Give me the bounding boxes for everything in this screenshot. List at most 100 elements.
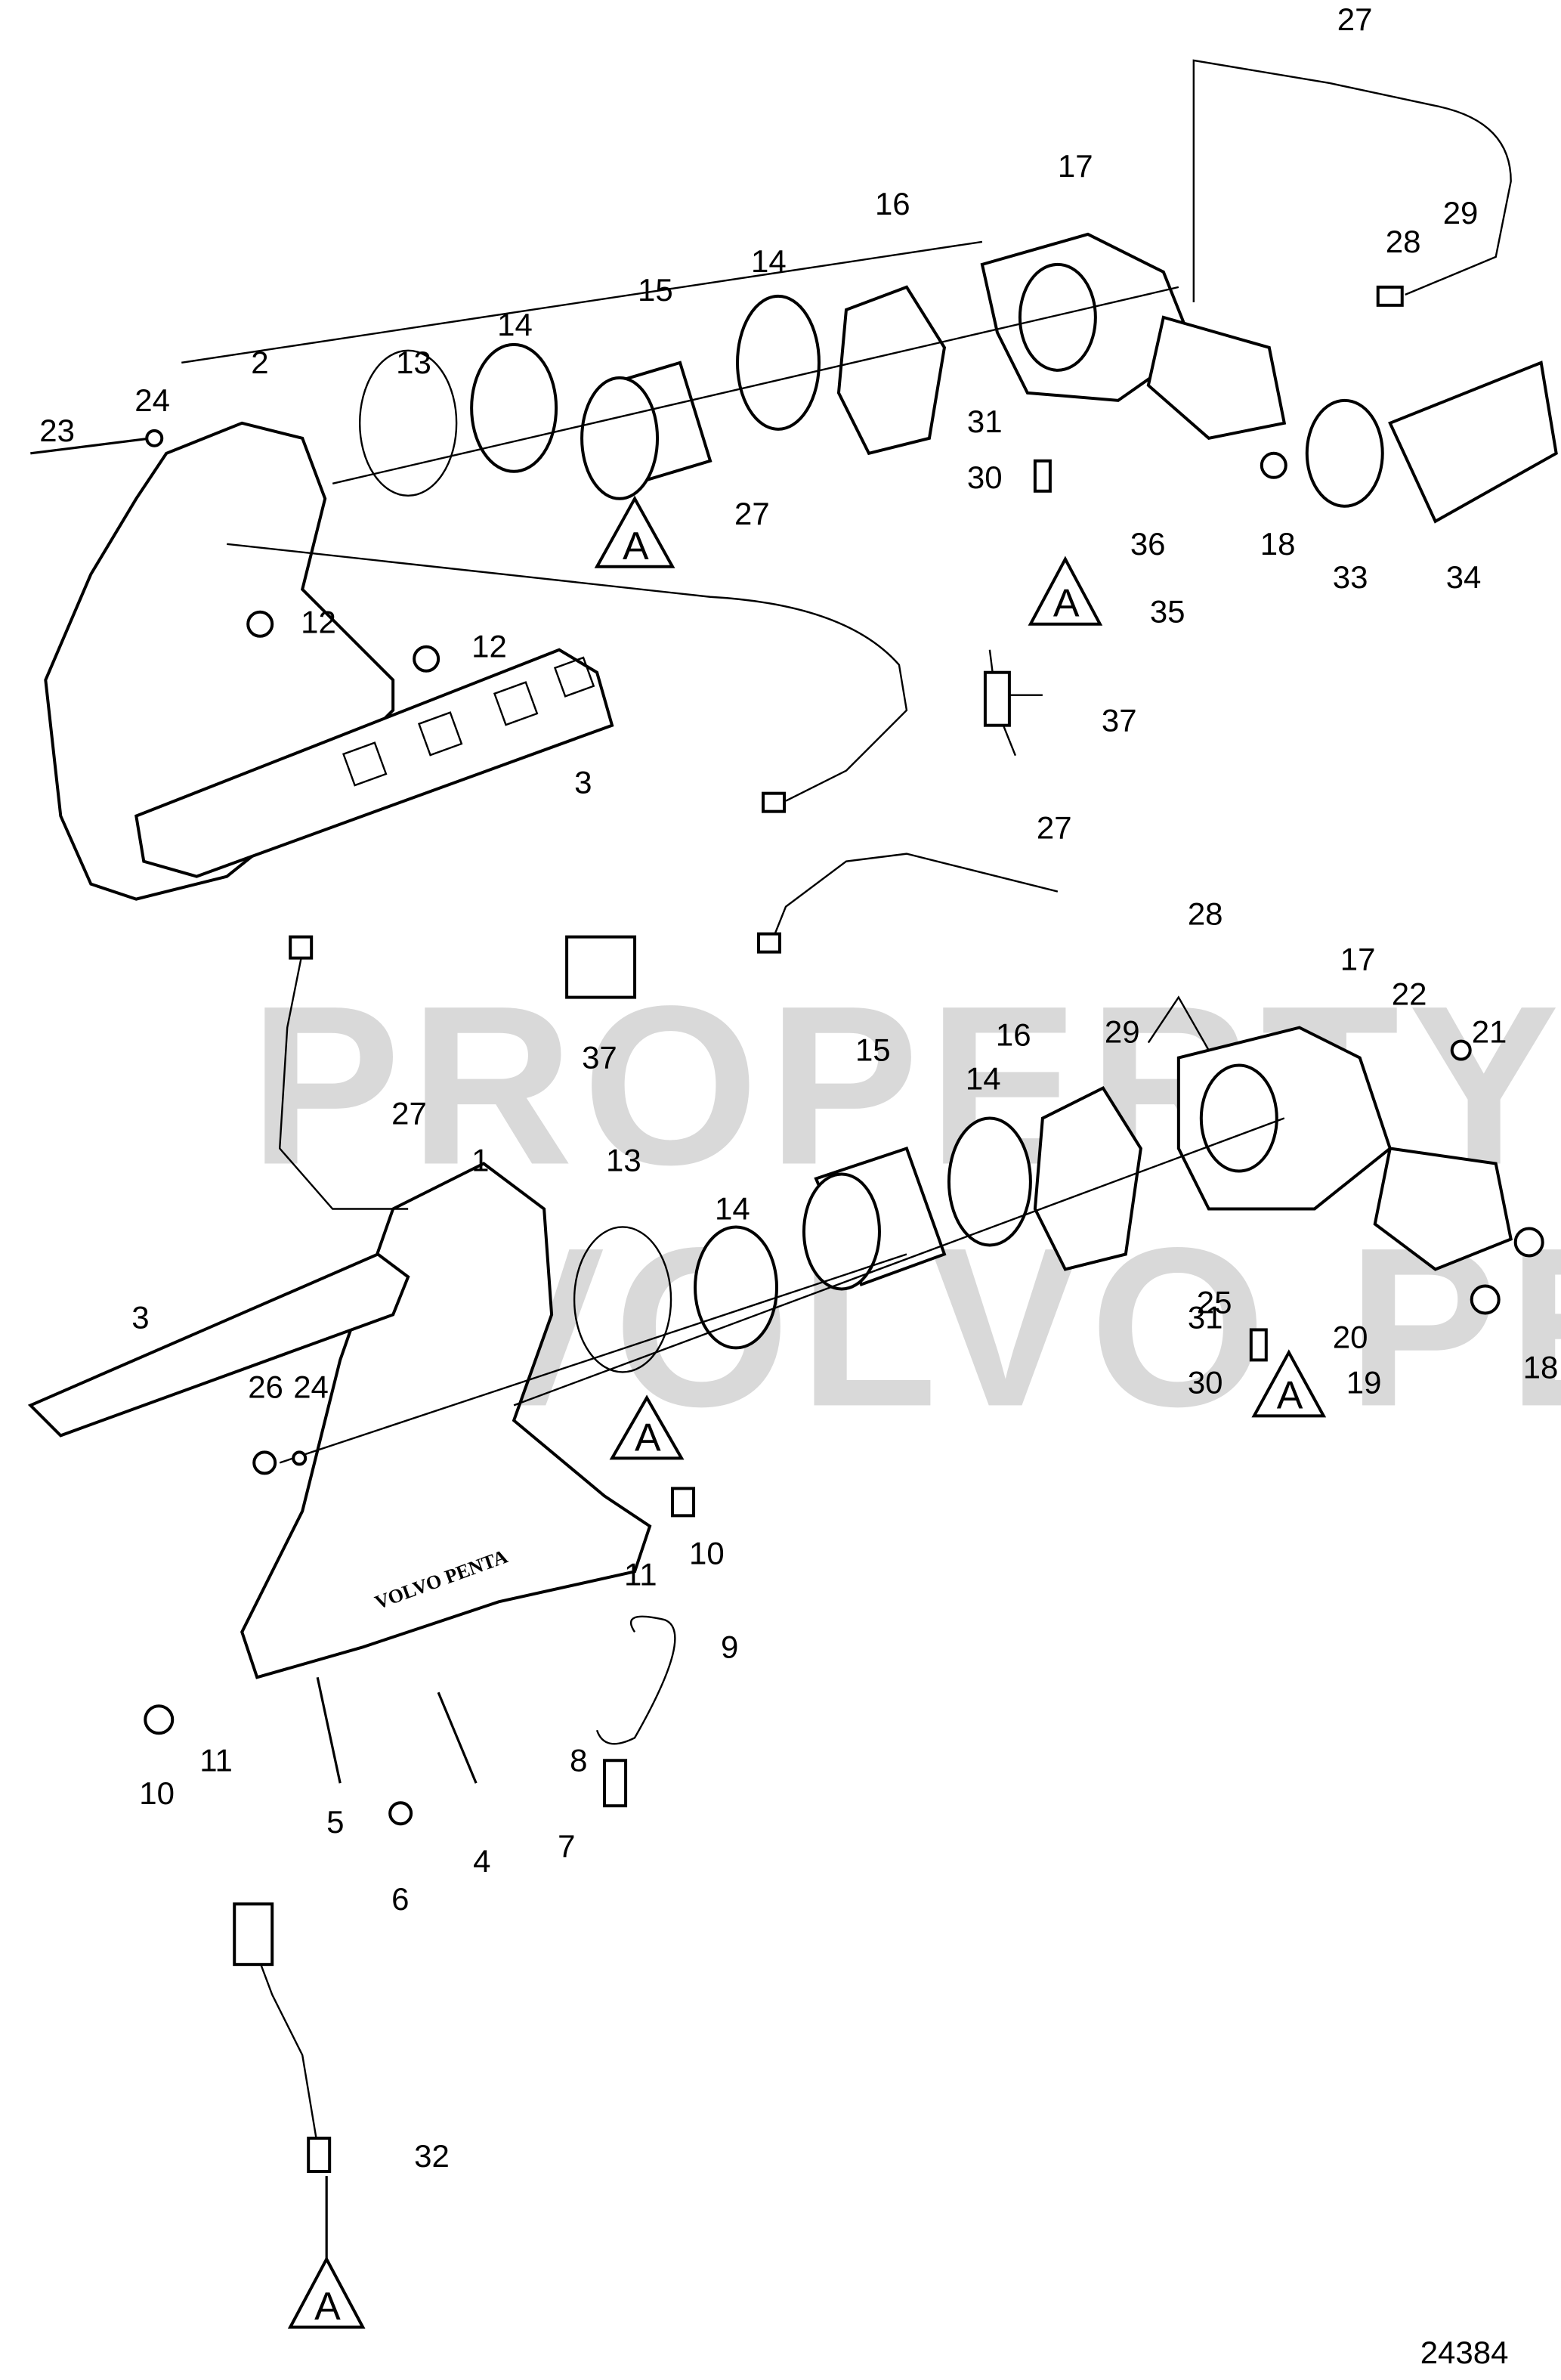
sensor-cable-27c	[769, 853, 1059, 946]
label: 1	[471, 1143, 489, 1178]
label: 3	[131, 1299, 149, 1335]
label: 9	[721, 1629, 738, 1664]
label: 28	[1386, 224, 1421, 259]
label: 16	[996, 1017, 1031, 1053]
label: 4	[473, 1843, 490, 1879]
label: 34	[1446, 559, 1482, 595]
label: 17	[1058, 148, 1093, 184]
label: 20	[1333, 1319, 1368, 1354]
svg-text:A: A	[623, 525, 649, 568]
label: 10	[689, 1535, 725, 1571]
label: 15	[855, 1032, 891, 1068]
gasket-ring-14d	[947, 1116, 1032, 1247]
label: 37	[1102, 703, 1137, 738]
sensor-cable-27-top	[1192, 59, 1512, 302]
svg-text:A: A	[1053, 582, 1080, 626]
label: 8	[570, 1742, 587, 1778]
label: 3	[574, 765, 592, 800]
label: 14	[497, 307, 533, 342]
label: 14	[966, 1061, 1001, 1097]
clip-9	[595, 1615, 676, 1745]
sensor-cable-27b	[278, 952, 409, 1210]
label: 30	[967, 460, 1003, 495]
label: 15	[638, 272, 673, 308]
label: 32	[414, 2138, 450, 2174]
marker-a: A	[594, 495, 675, 568]
label: 26	[248, 1369, 283, 1404]
sensor-32	[307, 2137, 332, 2174]
bolt-21	[1450, 1039, 1472, 1061]
label: 18	[1523, 1349, 1559, 1385]
label: 29	[1105, 1014, 1140, 1050]
clamp-33	[1305, 398, 1384, 508]
svg-text:A: A	[635, 1416, 661, 1459]
svg-text:A: A	[1277, 1373, 1303, 1417]
exhaust-manifold-1	[240, 1162, 652, 1679]
gasket-16	[836, 285, 947, 456]
top-assembly	[30, 59, 1558, 901]
label: 6	[391, 1881, 409, 1917]
marker-a: A	[287, 2255, 366, 2329]
label: 12	[471, 629, 507, 664]
label: 13	[396, 345, 431, 380]
label: 36	[1130, 526, 1166, 562]
label: 17	[1340, 942, 1376, 977]
manifold-gasket-3	[134, 648, 614, 878]
drain-30b	[1249, 1328, 1268, 1362]
label: 7	[558, 1828, 575, 1864]
hose-34	[1388, 361, 1558, 524]
label: 5	[326, 1804, 344, 1840]
label: 13	[606, 1143, 641, 1178]
label: 25	[1197, 1284, 1232, 1320]
label: 14	[751, 243, 787, 279]
label: 23	[39, 413, 75, 448]
manifold-gasket-3b	[27, 1252, 410, 1438]
label: 31	[1188, 1299, 1223, 1335]
label: 21	[1472, 1014, 1507, 1050]
marker-a: A	[1028, 556, 1103, 626]
label: 27	[1037, 810, 1072, 846]
label: 37	[582, 1040, 617, 1075]
bolt-4	[437, 1691, 478, 1784]
bottom-assembly: VOLVO PENTA	[27, 853, 1544, 2260]
figure-number: 24384	[1420, 2335, 1509, 2370]
marker-a: A	[1251, 1349, 1327, 1417]
mesh-13	[358, 349, 458, 497]
label: 19	[1346, 1364, 1382, 1400]
plug-10b	[144, 1704, 175, 1735]
label: 22	[1392, 976, 1427, 1012]
gasket-ports	[342, 656, 595, 787]
marker-a: A	[609, 1394, 685, 1459]
label: 33	[1333, 559, 1368, 595]
drain-30	[1033, 459, 1052, 493]
sensor-7	[603, 1759, 628, 1808]
valve-37b	[565, 935, 637, 999]
label: 29	[1443, 195, 1479, 231]
nut-18	[1260, 451, 1287, 479]
label: 27	[1337, 2, 1373, 37]
label: 18	[1260, 526, 1296, 562]
washer-24b	[292, 1450, 308, 1466]
label: 11	[624, 1556, 657, 1592]
mesh-13b	[573, 1226, 672, 1373]
label: 31	[967, 404, 1003, 439]
nut-6	[388, 1801, 413, 1826]
label: 14	[715, 1190, 750, 1226]
bolt-23	[30, 437, 152, 455]
gasket-ring-14c	[694, 1225, 779, 1350]
label: 30	[1188, 1364, 1223, 1400]
nut-12	[246, 610, 274, 638]
gasket-ring-14b	[736, 294, 821, 431]
label: 12	[301, 605, 336, 640]
nut-12b	[413, 645, 440, 673]
sensor-cable-27	[227, 543, 908, 802]
label: 11	[199, 1742, 233, 1778]
nut-26	[252, 1450, 277, 1475]
label: 24	[134, 382, 170, 418]
plug-10	[671, 1487, 696, 1518]
washer-24	[145, 429, 164, 447]
label: 27	[734, 496, 770, 531]
gasket-ring-14	[470, 342, 558, 473]
label: 24	[293, 1369, 329, 1404]
